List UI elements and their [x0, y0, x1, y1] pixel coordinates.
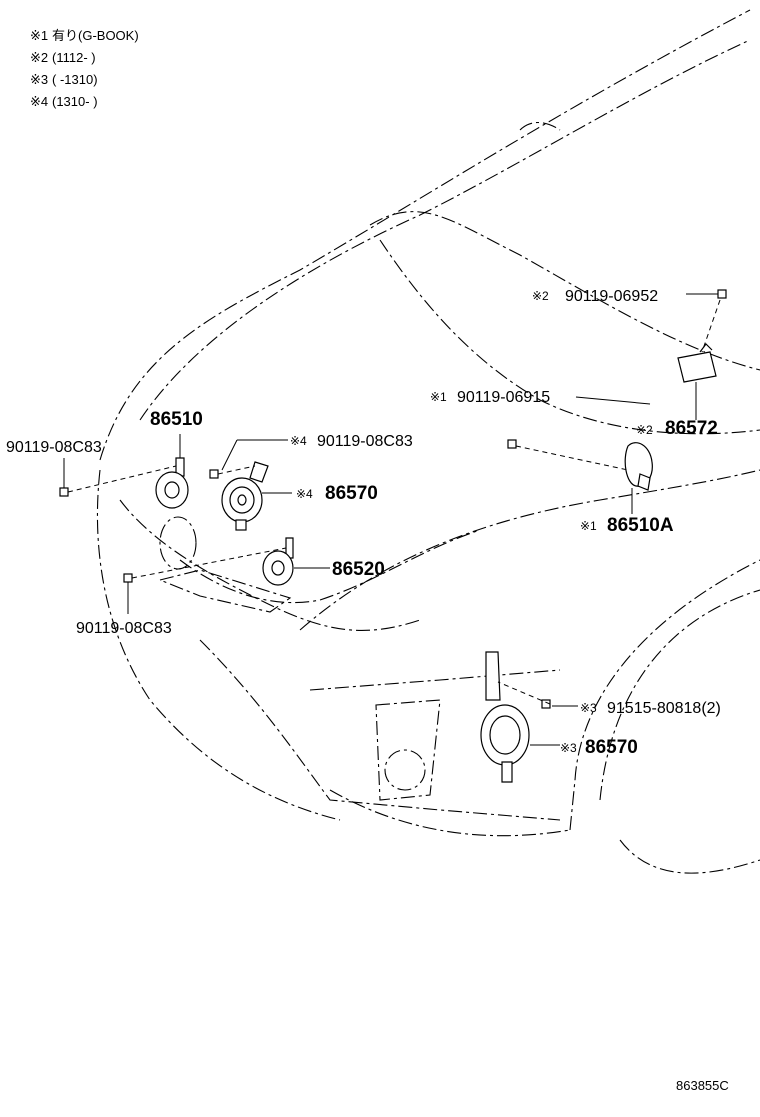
horn-86510 [155, 457, 189, 509]
vehicle-body-outline [96, 9, 760, 874]
module-86572 [677, 343, 717, 383]
legend: ※1 有り(G-BOOK) ※2 (1112- ) ※3 ( -1310) ※4… [30, 28, 139, 109]
part-number: 86570 [325, 483, 378, 504]
legend-text-1: 有り(G-BOOK) [52, 28, 139, 43]
part-number: 86572 [665, 418, 718, 439]
callout-mark: ※4 [296, 487, 313, 501]
callout-90119-08C83-left: 90119-08C83 [6, 439, 102, 456]
legend-mark-4: ※4 [30, 94, 48, 109]
legend-text-3: ( -1310) [52, 72, 98, 87]
callout-mark: ※3 [560, 741, 577, 755]
callout-86570-upper: ※4 86570 [296, 483, 378, 504]
part-number: 91515-80818(2) [607, 700, 721, 717]
callout-86520: 86520 [332, 559, 385, 580]
part-number: 90119-08C83 [317, 433, 413, 450]
horn-86570-lower [480, 651, 530, 783]
leader-lines [63, 293, 721, 746]
part-number: 90119-06952 [565, 288, 658, 305]
legend-mark-1: ※1 [30, 28, 48, 43]
legend-text-4: (1310- ) [52, 94, 98, 109]
part-number: 86510 [150, 409, 203, 430]
callout-mark: ※4 [290, 434, 307, 448]
horn-86570-upper [221, 461, 269, 531]
diagram-id: 863855C [676, 1078, 729, 1093]
callout-86510: 86510 [150, 409, 203, 430]
callout-90119-06915: ※1 90119-06915 [430, 389, 550, 406]
legend-mark-3: ※3 [30, 72, 48, 87]
legend-text-2: (1112- ) [52, 50, 96, 65]
callout-90119-06952: ※2 90119-06952 [532, 288, 658, 305]
callout-86570-lower: ※3 86570 [560, 737, 638, 758]
callout-mark: ※1 [580, 519, 597, 533]
callout-86510A: ※1 86510A [580, 515, 674, 536]
part-number: 90119-08C83 [76, 620, 172, 637]
callout-mark: ※3 [580, 701, 597, 715]
horn-86520 [262, 537, 294, 586]
callout-90119-08C83-bottom: 90119-08C83 [76, 620, 172, 637]
callout-mark: ※2 [636, 423, 653, 437]
callout-90119-08C83-top: ※4 90119-08C83 [290, 433, 413, 450]
horn-86510A [624, 442, 653, 491]
callout-mark: ※2 [532, 289, 549, 303]
part-number: 86520 [332, 559, 385, 580]
legend-mark-2: ※2 [30, 50, 48, 65]
callout-mark: ※1 [430, 390, 447, 404]
part-number: 90119-06915 [457, 389, 550, 406]
callout-86572: ※2 86572 [636, 418, 718, 439]
part-number: 86570 [585, 737, 638, 758]
callout-91515-80818: ※3 91515-80818(2) [580, 700, 721, 717]
part-number: 86510A [607, 515, 674, 536]
part-number: 90119-08C83 [6, 439, 102, 456]
